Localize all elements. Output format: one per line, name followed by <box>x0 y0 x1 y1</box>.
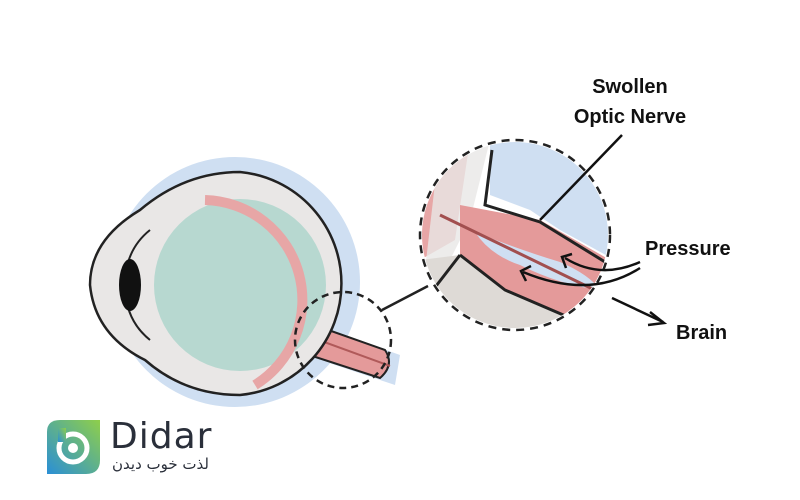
zoom-detail <box>422 142 608 328</box>
logo-tagline: لذت خوب دیدن <box>112 455 209 473</box>
swollen-leader-line <box>539 134 623 221</box>
label-brain: Brain <box>676 322 728 344</box>
zoom-circle-small <box>293 290 393 390</box>
label-optic-nerve: Optic Nerve <box>573 106 687 128</box>
zoom-circle-large <box>418 138 612 332</box>
pressure-arrows <box>519 252 641 287</box>
didar-logo-icon <box>47 420 100 474</box>
label-pressure: Pressure <box>645 238 731 260</box>
logo-name: Didar <box>110 416 213 457</box>
label-swollen: Swollen <box>592 76 668 98</box>
brain-arrow <box>611 296 668 327</box>
pupil <box>119 259 141 311</box>
eyeball <box>88 170 343 397</box>
